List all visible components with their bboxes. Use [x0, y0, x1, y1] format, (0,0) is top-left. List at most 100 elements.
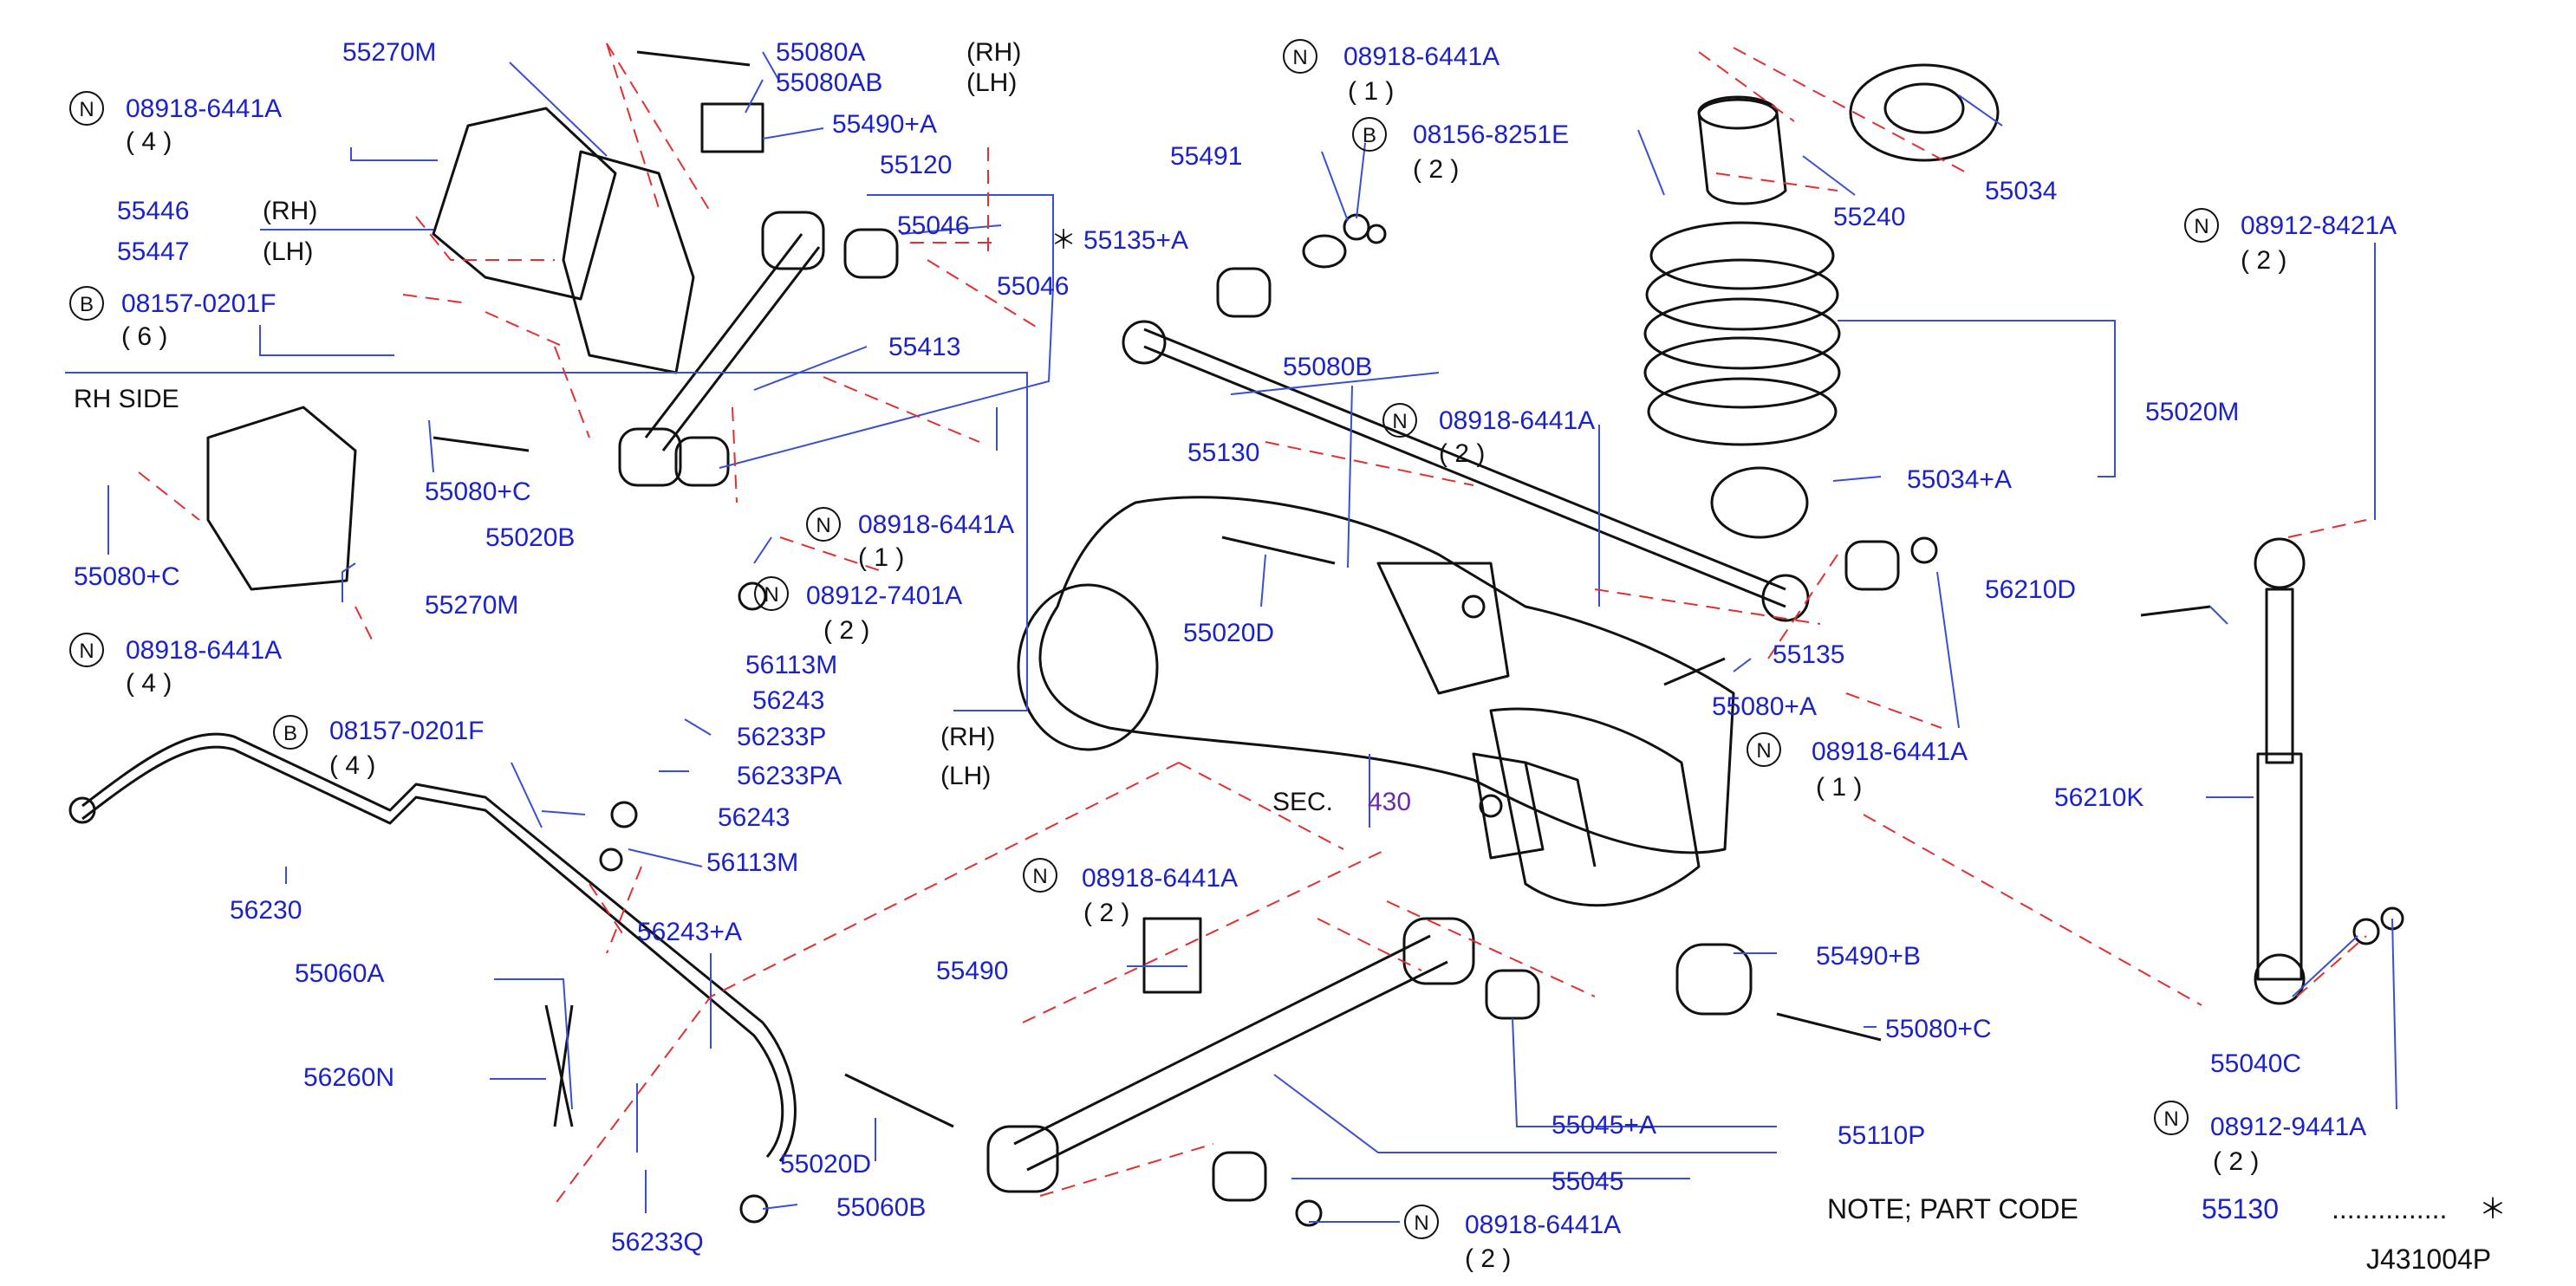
callout-rh-1: (RH) — [966, 38, 1022, 67]
callout-56113m-a: 56113M — [745, 651, 838, 679]
callout-55080c-b: 55080+C — [74, 562, 180, 591]
callout-08918-g: 08918-6441A — [1082, 864, 1239, 893]
shock-absorber — [2254, 537, 2306, 1005]
qty-2-c: ( 2 ) — [2241, 246, 2287, 275]
callout-55080b: 55080B — [1283, 353, 1373, 381]
qty-2-a: ( 2 ) — [823, 616, 870, 645]
upper-link — [618, 211, 825, 487]
callout-56113m-b: 56113M — [706, 848, 799, 877]
callout-55270m-b: 55270M — [425, 591, 519, 620]
callout-55447: 55447 — [117, 237, 190, 266]
sec-number: 430 — [1368, 788, 1412, 816]
note-code: 55130 — [2202, 1193, 2279, 1224]
callout-56260n: 56260N — [303, 1063, 395, 1092]
callout-55080a-2: 55080+A — [1712, 692, 1817, 721]
spring-seat — [1849, 63, 2000, 162]
callout-08918-e: 08918-6441A — [1439, 406, 1596, 435]
callout-55080a: 55080A — [776, 38, 866, 67]
bump-stop — [1697, 95, 1787, 205]
axle-housing — [1017, 496, 1735, 907]
callout-56210d: 56210D — [1985, 575, 2077, 604]
callout-08918-f: 08918-6441A — [1812, 737, 1968, 766]
rh-side-label: RH SIDE — [74, 385, 179, 413]
callout-55040c: 55040C — [2210, 1049, 2302, 1078]
callout-55060b: 55060B — [836, 1193, 927, 1222]
callout-55135a: 55135+A — [1083, 226, 1188, 255]
callout-56243-b: 56243 — [718, 803, 790, 832]
qty-2-d: ( 2 ) — [1439, 439, 1486, 468]
leader-lines — [65, 51, 2397, 1223]
callout-08918-d: 08918-6441A — [1343, 42, 1500, 71]
coil-spring — [1643, 221, 1841, 539]
marker-n-3: N — [754, 576, 789, 611]
callout-55045a: 55045+A — [1551, 1111, 1656, 1140]
callout-56233p: 56233P — [737, 723, 827, 751]
callout-55020d-a: 55020D — [780, 1150, 872, 1179]
note-dots: ............... — [2332, 1193, 2448, 1224]
marker-n-2: N — [806, 507, 841, 542]
sec-label: SEC. — [1272, 788, 1334, 816]
callout-55080c-c: 55080+C — [1885, 1015, 1992, 1043]
callout-56243a: 56243+A — [637, 918, 742, 946]
marker-n-4: N — [69, 633, 104, 667]
qty-4-a: ( 4 ) — [126, 127, 172, 156]
callout-08157-a: 08157-0201F — [121, 289, 276, 318]
assembly-lines — [138, 42, 2367, 1205]
callout-55490a: 55490+A — [832, 110, 937, 139]
qty-2-f: ( 2 ) — [2213, 1147, 2260, 1176]
callout-08912-b: 08912-8421A — [2241, 211, 2397, 240]
callout-55020d-b: 55020D — [1183, 619, 1275, 647]
callout-08918-b: 08918-6441A — [858, 510, 1015, 539]
callout-55020m: 55020M — [2145, 398, 2240, 426]
callout-55491: 55491 — [1170, 142, 1243, 171]
marker-n-6: N — [2184, 208, 2219, 243]
qty-1-b: ( 1 ) — [1348, 77, 1395, 106]
marker-n-10: N — [2154, 1101, 2189, 1135]
callout-08918-c: 08918-6441A — [126, 636, 283, 665]
callout-08157-b: 08157-0201F — [329, 717, 485, 745]
hardware — [433, 50, 2404, 1227]
callout-08156: 08156-8251E — [1413, 120, 1570, 149]
callout-55130: 55130 — [1187, 438, 1260, 467]
callout-55034: 55034 — [1985, 177, 2058, 205]
marker-n-5: N — [1283, 39, 1317, 74]
callout-55020b: 55020B — [485, 523, 576, 552]
callout-55413: 55413 — [888, 333, 961, 361]
callout-55060a: 55060A — [295, 959, 385, 988]
note-star: ＊ — [2479, 1193, 2508, 1224]
stabilizer-bar — [68, 732, 797, 1162]
marker-n-9: N — [1023, 858, 1057, 893]
callout-rh-3: (RH) — [940, 723, 996, 751]
callout-56243-a: 56243 — [752, 686, 825, 715]
upper-brackets — [206, 102, 764, 591]
marker-b-1: B — [69, 286, 104, 321]
callout-lh-1: (LH) — [966, 68, 1018, 97]
callout-08918-h: 08918-6441A — [1465, 1211, 1622, 1239]
callout-56210k: 56210K — [2054, 783, 2144, 812]
callout-56230: 56230 — [230, 896, 302, 925]
qty-c: ( 4 ) — [126, 669, 172, 698]
qty-1-a: ( 1 ) — [858, 543, 905, 572]
figure-id: J431004P — [2366, 1244, 2492, 1275]
qty-1-c: ( 1 ) — [1816, 773, 1863, 802]
qty-2-g: ( 2 ) — [1465, 1244, 1512, 1273]
callout-55135: 55135 — [1773, 640, 1845, 669]
callout-08918-a: 08918-6441A — [126, 94, 283, 123]
qty-2-b: ( 2 ) — [1413, 155, 1460, 184]
marker-n-11: N — [1404, 1205, 1439, 1239]
callout-55080ab: 55080AB — [776, 68, 883, 97]
lower-link — [986, 917, 1475, 1193]
callout-55490b: 55490+B — [1816, 942, 1921, 971]
note-prefix: NOTE; PART CODE — [1827, 1193, 2078, 1224]
marker-n-8: N — [1747, 732, 1781, 767]
callout-55120: 55120 — [880, 151, 953, 179]
marker-b-2: B — [273, 715, 308, 750]
callout-55034a: 55034+A — [1907, 465, 2012, 494]
callout-55080c-a: 55080+C — [425, 477, 531, 506]
qty-2-e: ( 2 ) — [1083, 899, 1130, 927]
qty-6: ( 6 ) — [121, 322, 168, 351]
marker-b-3: B — [1352, 117, 1387, 152]
callout-rh-2: (RH) — [263, 197, 318, 225]
callout-56233pa: 56233PA — [737, 762, 842, 790]
